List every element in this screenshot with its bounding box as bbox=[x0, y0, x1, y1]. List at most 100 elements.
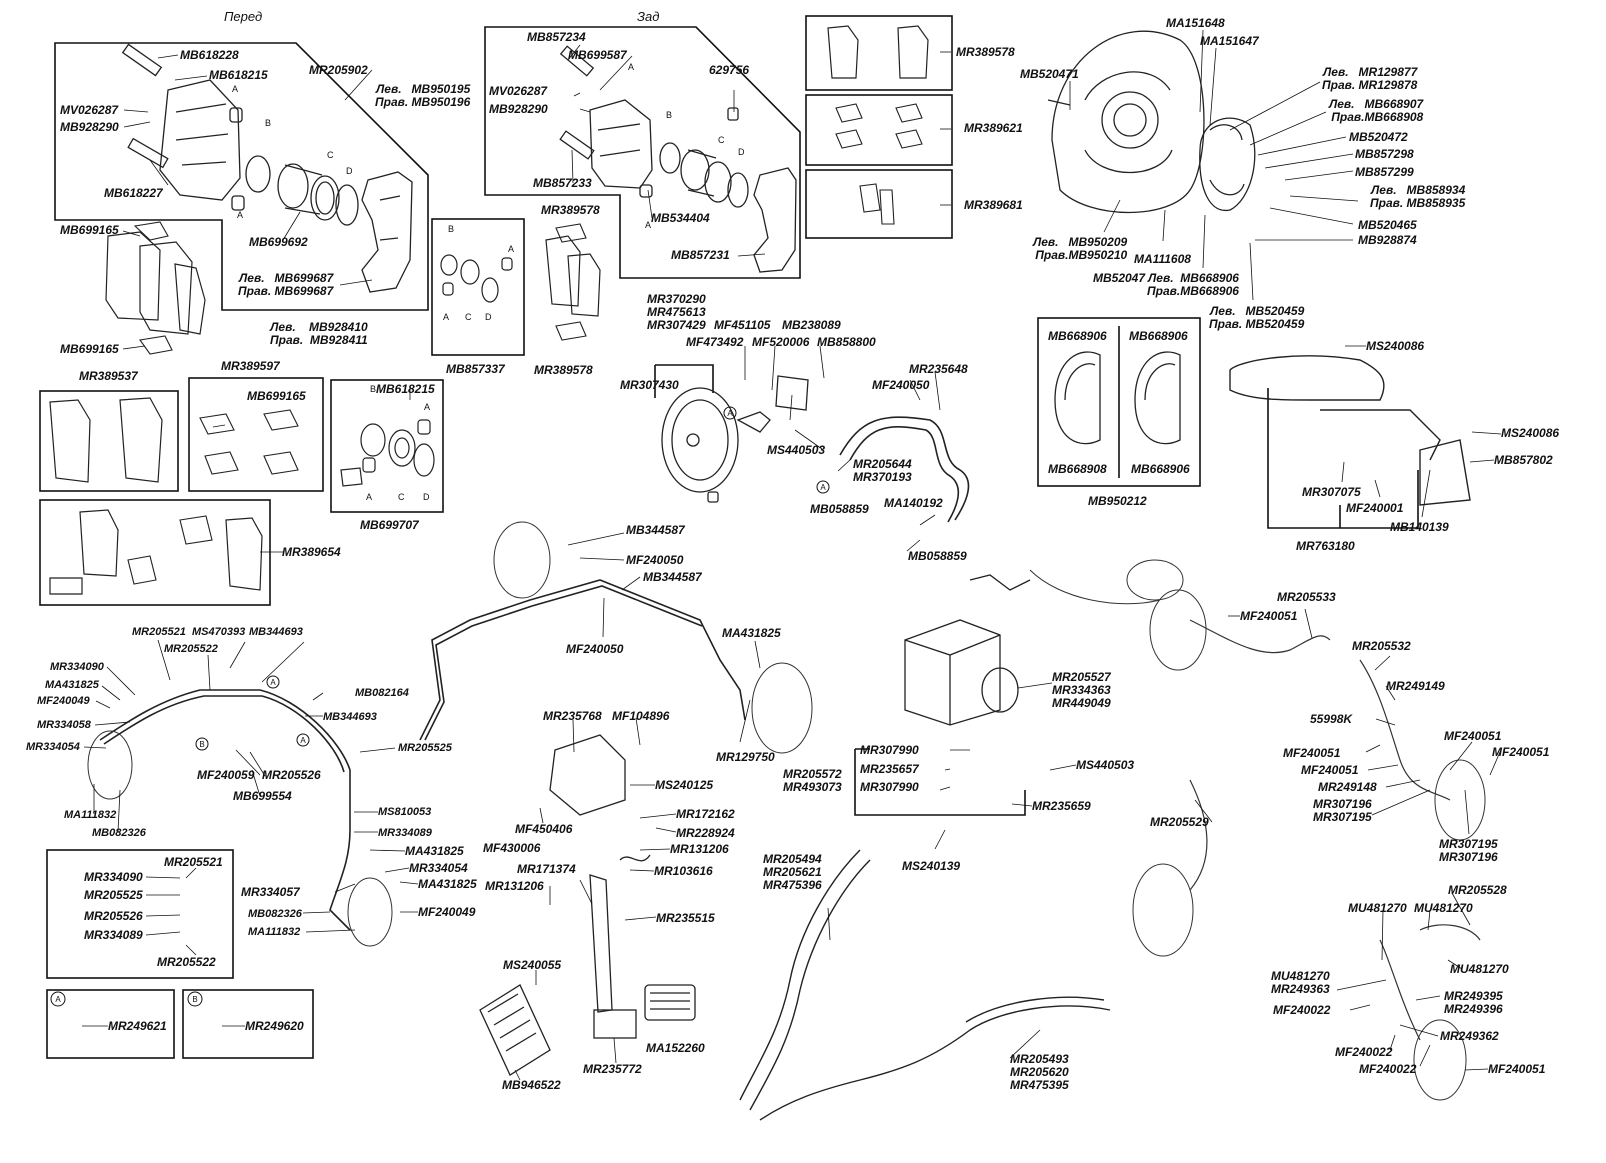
shoe-box-mb950212 bbox=[1037, 317, 1201, 487]
front-caliper bbox=[121, 43, 413, 293]
label-MB699554: MB699554 bbox=[233, 789, 292, 803]
label-MB857298: MB857298 bbox=[1355, 147, 1414, 161]
label-MS240086a: MS240086 bbox=[1366, 339, 1425, 353]
label-MU481270c: MU481270 bbox=[1450, 962, 1509, 976]
label-MB857234: MB857234 bbox=[527, 30, 586, 44]
label-MB618227: MB618227 bbox=[104, 186, 163, 200]
label-MB946522: MB946522 bbox=[502, 1078, 561, 1092]
label-MB344693a: MB344693 bbox=[249, 626, 303, 638]
sensor-wiring bbox=[1189, 619, 1481, 1041]
legend-box-a bbox=[46, 989, 175, 1059]
label-MR307990a: MR307990 bbox=[860, 743, 919, 757]
brake-booster bbox=[661, 375, 809, 503]
label-MA151648: MA151648 bbox=[1166, 16, 1225, 30]
label-MA151647: MA151647 bbox=[1200, 34, 1259, 48]
label-MR307990b: MR307990 bbox=[860, 780, 919, 794]
parking-brake-cables bbox=[739, 355, 1471, 1121]
label-MR129750: MR129750 bbox=[716, 750, 775, 764]
leader-lines bbox=[82, 29, 1502, 1081]
label-MR334054b: MR334054 bbox=[409, 861, 468, 875]
svg-text:A: A bbox=[628, 62, 634, 72]
label-MA111832b: MA111832 bbox=[248, 926, 301, 938]
label-MR205522b: MR205522 bbox=[157, 955, 216, 969]
label-MA431825c: MA431825 bbox=[405, 844, 464, 858]
brake-lines bbox=[99, 416, 970, 931]
label-MR389578b: MR389578 bbox=[534, 363, 593, 377]
label-MS240086b: MS240086 bbox=[1501, 426, 1560, 440]
label-MR307075: MR307075 bbox=[1302, 485, 1361, 499]
label-MB618215a: MB618215 bbox=[209, 68, 268, 82]
label-MV026287b: MV026287 bbox=[489, 84, 548, 98]
label-MU481270a: MU481270 bbox=[1348, 901, 1407, 915]
svg-text:C: C bbox=[327, 150, 334, 160]
label-MB928290b: MB928290 bbox=[489, 102, 548, 116]
label-MF240051b: MF240051 bbox=[1283, 746, 1341, 760]
label-MR235657: MR235657 bbox=[860, 762, 919, 776]
legend-box-b bbox=[182, 989, 314, 1059]
label-MR307430: MR307430 bbox=[620, 378, 679, 392]
label-MF240050a: MF240050 bbox=[872, 378, 930, 392]
label-MR249621: MR249621 bbox=[108, 1019, 167, 1033]
rear-caliper bbox=[559, 45, 797, 273]
label-MB928290a: MB928290 bbox=[60, 120, 119, 134]
svg-text:A: A bbox=[727, 409, 733, 418]
label-MR131206b: MR131206 bbox=[485, 879, 544, 893]
svg-text:B: B bbox=[666, 110, 672, 120]
svg-text:A: A bbox=[270, 678, 276, 687]
label-MF240051f: MF240051 bbox=[1488, 1062, 1546, 1076]
svg-text:D: D bbox=[346, 166, 353, 176]
label-MB699165a: MB699165 bbox=[60, 223, 119, 237]
label-MR249620: MR249620 bbox=[245, 1019, 304, 1033]
heading-front: Перед bbox=[224, 9, 263, 24]
label-MR205525a: MR205525 bbox=[398, 742, 452, 754]
label-MR171374: MR171374 bbox=[517, 862, 576, 876]
legend-box-harness bbox=[46, 849, 234, 979]
label-MR235659: MR235659 bbox=[1032, 799, 1091, 813]
label-MB668906-lr: Лев. MB668906 Прав.MB668906 bbox=[1147, 271, 1239, 298]
label-MB618228: MB618228 bbox=[180, 48, 239, 62]
label-MU481270d: MU481270 MR249363 bbox=[1271, 969, 1330, 996]
label-MB520459: Лев. MB520459 Прав. MB520459 bbox=[1209, 304, 1305, 331]
label-MR334054a: MR334054 bbox=[26, 741, 80, 753]
label-MF240049b: MF240049 bbox=[418, 905, 476, 919]
label-MB699687: Лев. MB699687 Прав. MB699687 bbox=[238, 271, 334, 298]
label-MF451105: MF451105 bbox=[714, 318, 771, 332]
label-MF104896: MF104896 bbox=[612, 709, 670, 723]
brake-shoes bbox=[1054, 351, 1181, 445]
label-MR235515: MR235515 bbox=[656, 911, 715, 925]
svg-text:B: B bbox=[370, 384, 376, 394]
label-MB699707: MB699707 bbox=[360, 518, 419, 532]
label-55998K: 55998K bbox=[1310, 712, 1353, 726]
label-MB520465: MB520465 bbox=[1358, 218, 1417, 232]
label-MB699165b: MB699165 bbox=[60, 342, 119, 356]
label-MF450406: MF450406 bbox=[515, 822, 573, 836]
label-MB857233: MB857233 bbox=[533, 176, 592, 190]
svg-text:A: A bbox=[820, 483, 826, 492]
label-MR249149: MR249149 bbox=[1386, 679, 1445, 693]
label-MR235768: MR235768 bbox=[543, 709, 602, 723]
label-MS810053: MS810053 bbox=[378, 806, 432, 818]
svg-text:B: B bbox=[199, 740, 204, 749]
label-MR249148: MR249148 bbox=[1318, 780, 1377, 794]
svg-text:A: A bbox=[443, 312, 449, 322]
label-MF240059: MF240059 bbox=[197, 768, 255, 782]
label-MR235772: MR235772 bbox=[583, 1062, 642, 1076]
label-MB140139: MB140139 bbox=[1390, 520, 1449, 534]
label-MF240001: MF240001 bbox=[1346, 501, 1404, 515]
label-MB950195: Лев. MB950195 Прав. MB950196 bbox=[375, 82, 471, 109]
label-MR228924: MR228924 bbox=[676, 826, 735, 840]
label-MF430006: MF430006 bbox=[483, 841, 541, 855]
svg-text:A: A bbox=[508, 244, 514, 254]
label-MR763180: MR763180 bbox=[1296, 539, 1355, 553]
label-MR205902: MR205902 bbox=[309, 63, 368, 77]
svg-text:C: C bbox=[718, 135, 725, 145]
label-MB058859a: MB058859 bbox=[810, 502, 869, 516]
kit-box-mb857337 bbox=[431, 218, 525, 356]
label-MB344693b: MB344693 bbox=[323, 711, 377, 723]
label-MR334090a: MR334090 bbox=[50, 661, 104, 673]
kit-box-mb699707 bbox=[330, 379, 444, 513]
label-MF240051a: MF240051 bbox=[1240, 609, 1298, 623]
label-MB082326b: MB082326 bbox=[248, 908, 302, 920]
label-MF473492: MF473492 bbox=[686, 335, 744, 349]
